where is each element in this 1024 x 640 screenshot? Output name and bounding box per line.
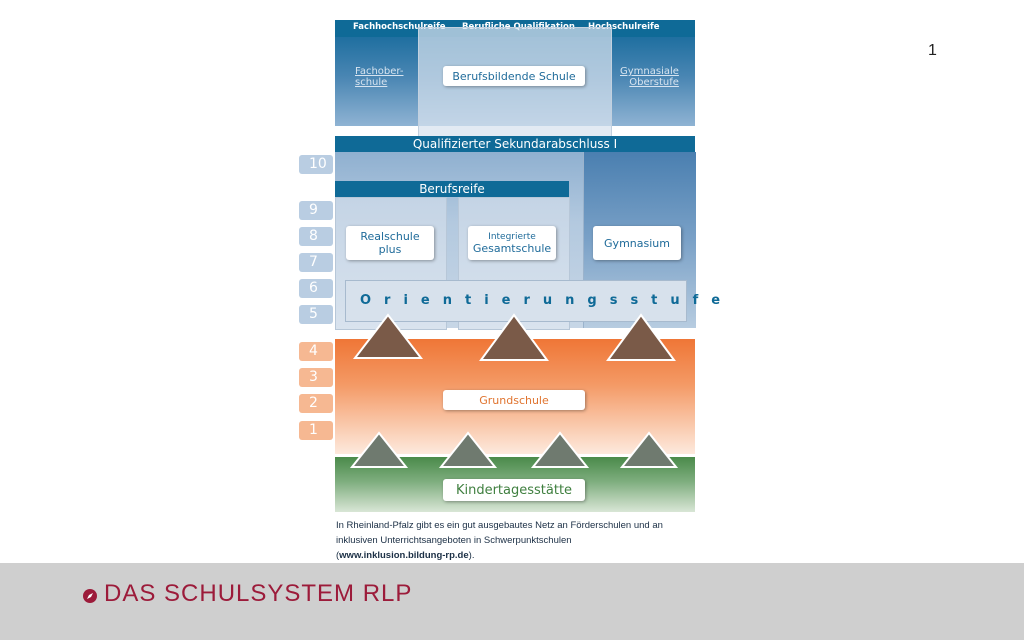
label-fachhochschulreife: Fachhochschulreife xyxy=(353,22,446,32)
fachoberschule-label: Fachober- schule xyxy=(355,66,404,88)
arrow-up-gymnasium xyxy=(606,313,676,361)
grade-8: 8 xyxy=(299,227,333,246)
arrow-up-kita-2 xyxy=(438,431,498,468)
arrow-up-kita-1 xyxy=(349,431,409,468)
grade-3: 3 xyxy=(299,368,333,387)
orientierungsstufe-bar: Orientierungsstufe xyxy=(345,280,720,322)
inclusion-link[interactable]: www.inklusion.bildung-rp.de xyxy=(339,550,469,561)
arrow-up-realschule xyxy=(352,313,424,359)
grade-7: 7 xyxy=(299,253,333,272)
slide-number: 1 xyxy=(928,42,937,59)
grade-10: 10 xyxy=(299,155,333,174)
berufsbildende-schule-box: Berufsbildende Schule xyxy=(443,66,585,86)
grade-2: 2 xyxy=(299,394,333,413)
kindertagesstaette-box: Kindertagesstätte xyxy=(443,479,585,501)
realschule-plus-box: Realschule plus xyxy=(346,226,434,260)
arrow-up-kita-4 xyxy=(619,431,679,468)
page-title: DAS SCHULSYSTEM RLP xyxy=(104,580,413,607)
berufsreife-bar: Berufsreife xyxy=(335,181,569,197)
label-hochschulreife: Hochschulreife xyxy=(588,22,660,32)
compass-icon xyxy=(83,589,97,603)
footer-bar xyxy=(0,563,1024,640)
grade-1: 1 xyxy=(299,421,333,440)
grade-4: 4 xyxy=(299,342,333,361)
qualifizierter-sekundarabschluss-bar: Qualifizierter Sekundarabschluss I xyxy=(335,136,695,152)
grundschule-box: Grundschule xyxy=(443,390,585,410)
gymnasium-box: Gymnasium xyxy=(593,226,681,260)
inclusion-caption: In Rheinland-Pfalz gibt es ein gut ausge… xyxy=(336,520,663,561)
gymnasiale-oberstufe-label: Gymnasiale Oberstufe xyxy=(620,66,679,88)
grade-5: 5 xyxy=(299,305,333,324)
arrow-up-kita-3 xyxy=(530,431,590,468)
grade-6: 6 xyxy=(299,279,333,298)
integrierte-gesamtschule-box: Integrierte Gesamtschule xyxy=(468,226,556,260)
grade-9: 9 xyxy=(299,201,333,220)
arrow-up-igs xyxy=(479,313,549,361)
